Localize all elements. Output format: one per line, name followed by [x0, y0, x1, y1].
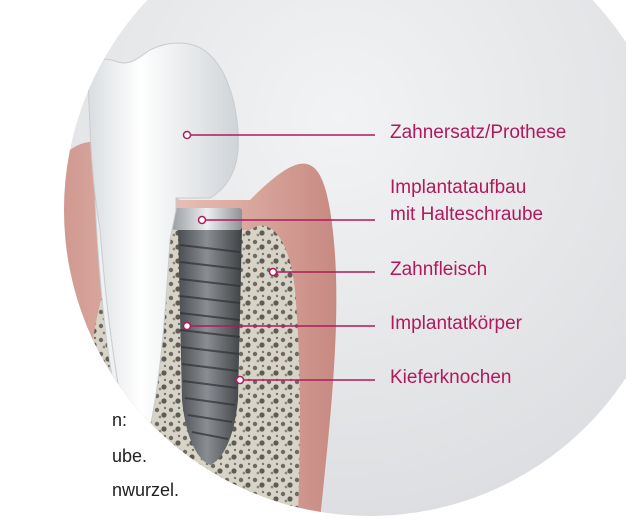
label-abutment-line2: mit Halteschraube	[390, 203, 543, 227]
background-text-line1: n:	[112, 408, 127, 432]
label-prosthesis: Zahnersatz/Prothese	[390, 121, 566, 145]
label-gum: Zahnfleisch	[390, 258, 487, 282]
abutment-collar	[172, 208, 242, 230]
label-implant-body: Implantatkörper	[390, 312, 522, 336]
label-abutment-line1: Implantataufbau	[390, 176, 526, 200]
background-text-line2: ube.	[112, 444, 147, 468]
label-jawbone: Kieferknochen	[390, 366, 511, 390]
background-text-line3: nwurzel.	[112, 478, 179, 502]
